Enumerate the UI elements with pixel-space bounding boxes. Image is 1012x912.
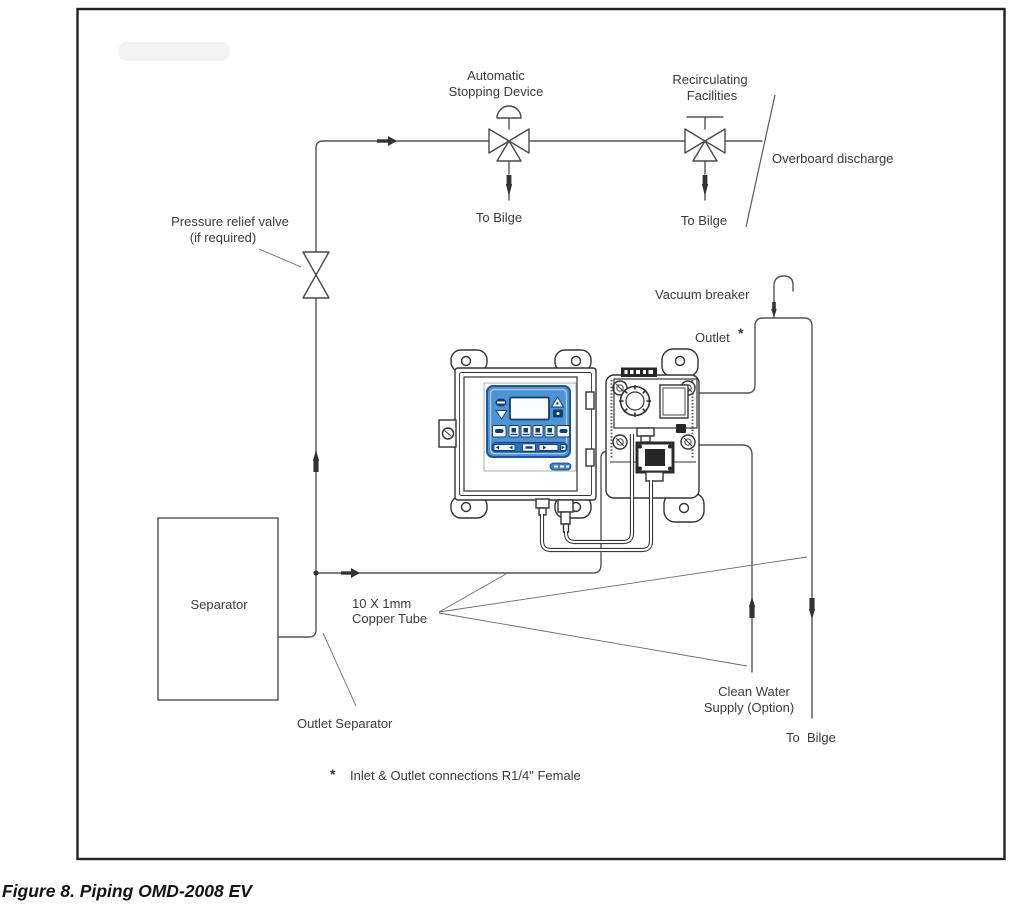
label-asd-line1: Automatic — [467, 68, 525, 83]
arrow-up-riser — [312, 450, 320, 472]
cell-valve-body — [635, 441, 675, 474]
lcd-screen — [509, 396, 550, 421]
leader-lines — [258, 248, 808, 707]
label-outlet-star: * — [738, 325, 744, 341]
keypad-panel — [486, 385, 572, 471]
label-cws-line2: Supply (Option) — [704, 700, 794, 715]
cable-glands — [535, 498, 574, 533]
pipe-junction-dot — [313, 570, 319, 576]
cell-module-frame — [613, 378, 698, 429]
gland-left — [535, 498, 550, 509]
arrow-down-asd-drain — [505, 175, 513, 196]
label-outlet-separator: Outlet Separator — [297, 716, 393, 731]
pipe-separator-riser — [277, 140, 324, 638]
vacuum-breaker-hook — [773, 275, 794, 319]
cell-block — [659, 384, 689, 419]
arrow-up-clean-water — [748, 597, 756, 618]
label-copper-line1: 10 X 1mm — [352, 596, 411, 611]
hull-line — [745, 94, 776, 228]
valve-dome-actuator — [496, 105, 522, 119]
mount-hole — [460, 355, 472, 367]
label-vacuum-breaker: Vacuum breaker — [655, 287, 750, 302]
label-recirc-line1: Recirculating — [672, 72, 747, 87]
function-keys — [492, 425, 570, 438]
footnote-text: Inlet & Outlet connections R1/4" Female — [350, 768, 581, 783]
gland-right — [557, 499, 574, 513]
alarm-triangle-icon — [550, 396, 565, 408]
arrow-down-bilge — [808, 598, 816, 619]
scan-artifact — [118, 42, 230, 61]
cell-sensor-dot — [676, 424, 686, 433]
mount-hole — [460, 501, 472, 513]
hinge-top — [585, 391, 595, 410]
label-recirc-line2: Facilities — [687, 88, 738, 103]
pipe-sample-line — [315, 450, 614, 574]
mount-hole — [678, 502, 690, 514]
arrow-right-sample — [341, 568, 360, 578]
label-outlet: Outlet — [695, 330, 730, 345]
enclosure-door — [463, 376, 578, 492]
label-separator: Separator — [190, 597, 248, 612]
valve-recirculating-facilities — [684, 116, 726, 162]
arrow-right-header — [377, 136, 397, 146]
leader-copper-tube-fan — [438, 556, 808, 667]
flow-arrows — [312, 136, 816, 619]
arrow-down-vacuum — [771, 302, 777, 318]
leader-outlet-separator — [322, 632, 357, 707]
tube-loop-outer — [541, 480, 652, 551]
label-to-bilge-right: To Bilge — [786, 730, 836, 745]
tube-loop-inner — [565, 434, 633, 543]
figure-caption: Figure 8. Piping OMD-2008 EV — [2, 881, 253, 901]
nav-strip — [491, 442, 568, 453]
label-overboard-discharge: Overboard discharge — [772, 151, 893, 166]
nav-left-keys — [493, 444, 516, 451]
label-to-bilge-asd: To Bilge — [476, 210, 522, 225]
measuring-cell — [605, 348, 705, 523]
cell-label-strip — [621, 367, 657, 377]
nav-right-keys — [538, 444, 559, 451]
mount-hole — [570, 355, 582, 367]
diagram-labels: Automatic Stopping Device Recirculating … — [171, 68, 893, 783]
cleaning-knob — [619, 385, 651, 417]
brand-logo — [549, 462, 572, 471]
pressure-relief-valve — [302, 251, 330, 299]
separator-box — [157, 517, 279, 701]
valve-automatic-stopping-device — [488, 105, 530, 162]
arrow-down-recirc-drain — [701, 175, 709, 196]
label-to-bilge-recirc: To Bilge — [681, 213, 727, 228]
label-copper-line2: Copper Tube — [352, 611, 427, 626]
leader-prv — [258, 248, 302, 268]
label-prv-line1: Pressure relief valve — [171, 214, 289, 229]
connection-tubes — [539, 434, 654, 553]
footnote-marker: * — [330, 766, 336, 782]
label-cws-line1: Clean Water — [718, 684, 790, 699]
hinge-bottom — [585, 448, 595, 467]
door-latch — [438, 419, 457, 448]
label-asd-line2: Stopping Device — [449, 84, 544, 99]
mount-hole — [674, 355, 686, 367]
pipe-outlet-line — [697, 317, 813, 719]
label-prv-line2: (if required) — [190, 230, 256, 245]
pipe-clean-water — [697, 444, 753, 673]
omd-control-unit — [438, 349, 597, 533]
scroll-down-icon — [495, 410, 508, 420]
